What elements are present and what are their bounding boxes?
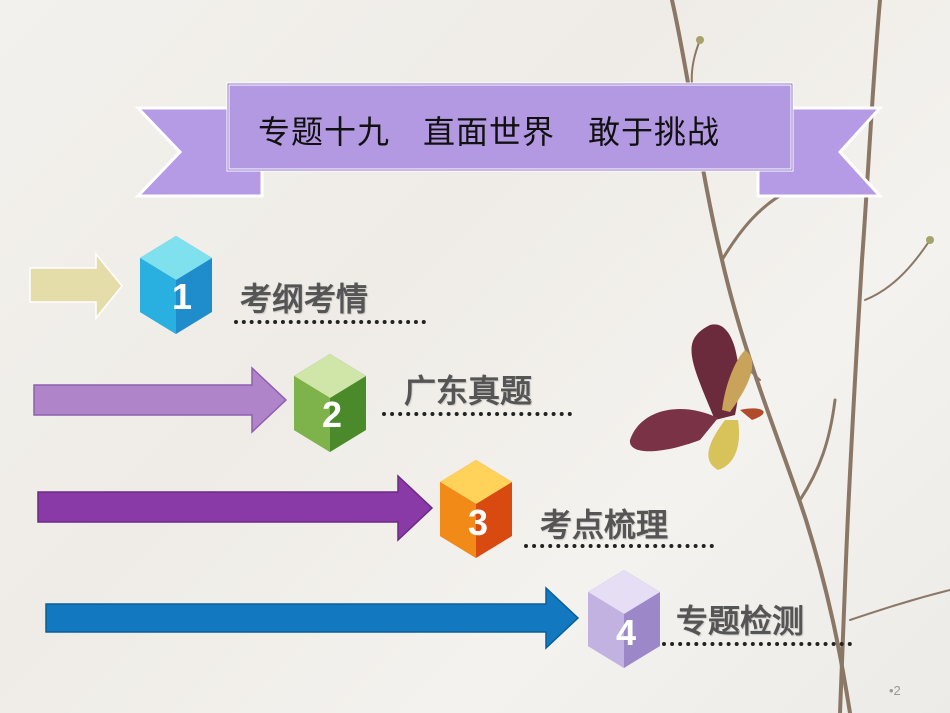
gem-icon-4[interactable] <box>588 570 660 668</box>
menu-number-3: 3 <box>467 502 489 543</box>
menu-number-2: 2 <box>321 394 343 435</box>
butterfly-illustration <box>629 324 764 470</box>
arrow-1 <box>29 251 123 321</box>
arrow-3 <box>37 474 434 542</box>
menu-number-4: 4 <box>615 612 637 653</box>
menu-number-1: 1 <box>171 276 193 317</box>
page-number: •2 <box>889 683 901 698</box>
arrow-4 <box>45 586 580 650</box>
menu-item-2[interactable]: 广东真题 <box>404 372 533 410</box>
menu-item-3[interactable]: 考点梳理 <box>540 506 669 544</box>
dotted-underline-2 <box>382 412 572 416</box>
page-title: 专题十九 直面世界 敢于挑战 <box>258 113 721 151</box>
gem-icon-2[interactable] <box>294 354 366 452</box>
menu-item-4[interactable]: 专题检测 <box>676 602 805 640</box>
dotted-underline-1 <box>234 320 426 324</box>
menu-item-1[interactable]: 考纲考情 <box>240 280 369 318</box>
dotted-underline-3 <box>524 544 714 548</box>
gem-icon-3[interactable] <box>440 460 512 558</box>
dotted-underline-4 <box>662 642 852 646</box>
arrow-2 <box>33 366 288 434</box>
gem-icon-1[interactable] <box>140 236 212 334</box>
